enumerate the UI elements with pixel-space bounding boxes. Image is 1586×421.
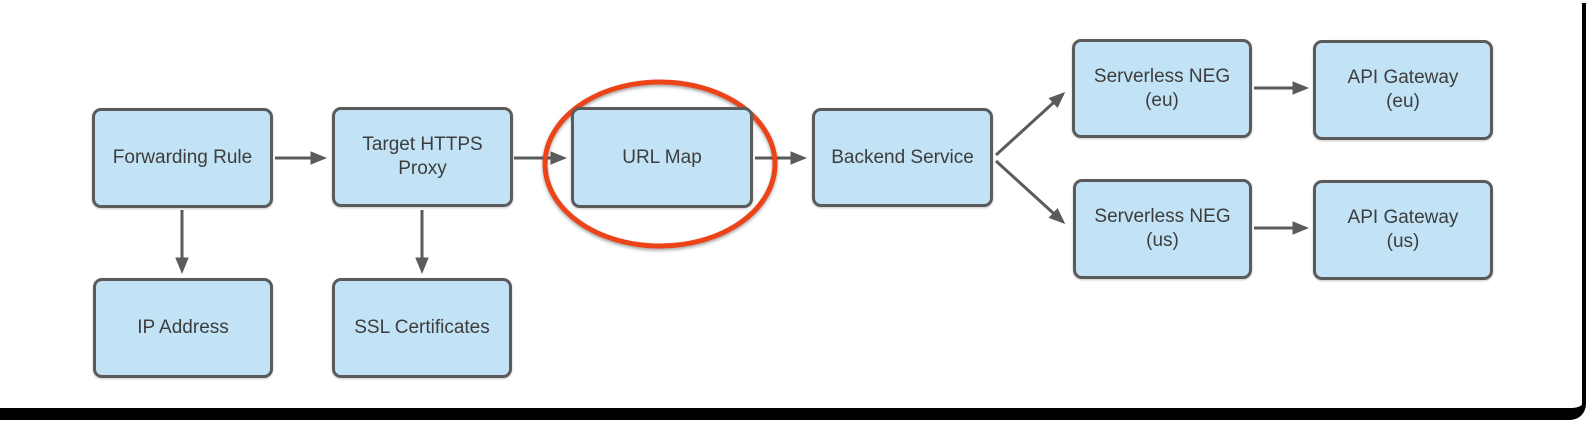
node-forwarding-rule: Forwarding Rule	[92, 108, 273, 208]
node-label: Target HTTPS Proxy	[362, 134, 483, 179]
node-ssl-certificates: SSL Certificates	[332, 278, 512, 378]
edge-backend-service-to-serverless-neg-eu	[994, 91, 1066, 157]
node-serverless-neg-eu: Serverless NEG (eu)	[1072, 39, 1252, 138]
node-backend-service: Backend Service	[812, 108, 993, 207]
node-label: API Gateway (us)	[1347, 207, 1459, 252]
node-url-map: URL Map	[571, 107, 753, 208]
node-api-gateway-us: API Gateway (us)	[1313, 180, 1493, 280]
node-label: IP Address	[137, 317, 229, 338]
node-label: Serverless NEG (eu)	[1093, 65, 1231, 111]
node-label: URL Map	[622, 146, 702, 168]
highlight-ellipse	[542, 79, 778, 249]
node-target-https-proxy: Target HTTPS Proxy	[332, 107, 513, 207]
node-ip-address: IP Address	[93, 278, 273, 378]
node-label: Serverless NEG (us)	[1094, 206, 1231, 251]
node-label: SSL Certificates	[354, 317, 490, 338]
node-label: API Gateway (eu)	[1347, 67, 1459, 112]
node-label: Forwarding Rule	[112, 147, 253, 168]
node-label: Backend Service	[831, 146, 974, 168]
edge-backend-service-to-serverless-neg-us	[994, 159, 1066, 225]
node-api-gateway-eu: API Gateway (eu)	[1313, 40, 1493, 140]
node-serverless-neg-us: Serverless NEG (us)	[1073, 179, 1252, 279]
